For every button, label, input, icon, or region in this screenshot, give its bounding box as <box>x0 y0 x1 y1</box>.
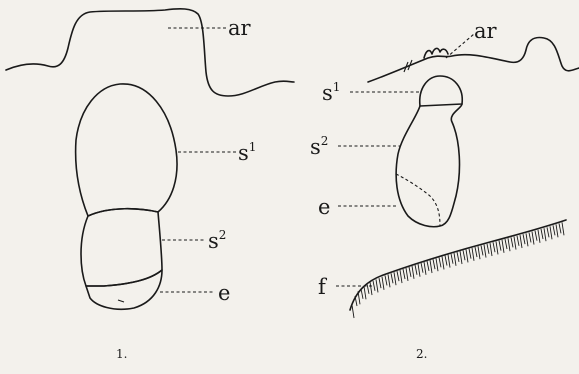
fig1-e-cell <box>86 270 162 309</box>
fig2-f-hatch-stroke <box>466 249 468 262</box>
fig2-f-hatch-stroke <box>451 254 453 264</box>
fig2-f-hatch-stroke <box>406 268 408 281</box>
fig2-f-hatch-stroke <box>364 286 366 299</box>
fig2-f-hatch-stroke <box>454 253 456 266</box>
fig2-f-hatch-stroke <box>472 248 474 261</box>
fig2-f-hatch-stroke <box>415 265 417 275</box>
fig2-f-hatch-stroke <box>532 232 534 245</box>
fig2-f-hatch-stroke <box>544 228 546 241</box>
fig2-f-hatch-stroke <box>427 261 429 271</box>
fig1-s1-label: s1 <box>238 140 256 165</box>
fig2-f-hatch-stroke <box>463 250 465 260</box>
fig2-f-hatch-stroke <box>508 238 510 251</box>
fig2-f-hatch-stroke <box>445 256 447 266</box>
fig2-f-hatch-stroke <box>499 241 501 251</box>
fig2-f-hatch-stroke <box>553 225 555 235</box>
fig2-f-hatch-stroke <box>382 277 384 290</box>
fig2-f-hatch-stroke <box>559 223 561 233</box>
fig2-f-hatch-stroke <box>517 236 519 246</box>
fig2-f-hatch-stroke <box>550 226 552 239</box>
fig2-f-hatch-stroke <box>418 264 420 277</box>
fig2-f-hatch-stroke <box>490 243 492 256</box>
fig1-s2-cell <box>81 209 162 286</box>
fig1-s1-cell <box>76 84 177 216</box>
fig1-number: 1. <box>116 347 127 361</box>
fig2-f-substrate <box>350 220 566 310</box>
fig2-f-hatch-stroke <box>358 291 360 304</box>
fig2-f-hatch-stroke <box>412 266 414 279</box>
fig2-f-hatch-stroke <box>379 278 381 288</box>
fig2-f-hatch-stroke <box>481 245 483 255</box>
fig2-f-hatch-stroke <box>352 305 354 318</box>
fig2-f-hatch-stroke <box>535 231 537 241</box>
fig2-f-hatch-stroke <box>547 227 549 237</box>
fig2-f-hatch-stroke <box>460 251 462 264</box>
fig2-f-hatch-stroke <box>376 279 378 292</box>
fig2-f-hatch-stroke <box>505 239 507 249</box>
fig2-body <box>396 104 462 227</box>
fig2-f-hatch-stroke <box>439 257 441 267</box>
fig2-f-hatch-stroke <box>403 269 405 279</box>
fig2-ar-outline <box>368 38 579 83</box>
figure-2: ar s1 s2 e f 2. <box>310 19 579 361</box>
fig2-f-hatch-stroke <box>397 271 399 281</box>
fig2-f-hatch-stroke <box>526 233 528 246</box>
fig2-f-hatch-stroke <box>448 255 450 268</box>
fig2-f-hatch-stroke <box>469 249 471 259</box>
fig2-f-hatch-stroke <box>442 256 444 269</box>
fig2-f-hatch-stroke <box>493 242 495 252</box>
fig2-e-label: e <box>318 195 330 219</box>
fig2-f-hatch-stroke <box>556 224 558 237</box>
fig2-f-hatch-stroke <box>391 273 393 283</box>
fig1-s2-label: s2 <box>208 228 226 253</box>
fig2-s2-label: s2 <box>310 134 328 159</box>
fig2-f-hatch-stroke <box>457 252 459 262</box>
fig2-f-hatch-stroke <box>373 281 375 291</box>
fig2-f-hatch-stroke <box>400 270 402 283</box>
fig2-f-hatch-stroke <box>487 244 489 254</box>
fig2-f-hatch-stroke <box>478 246 480 259</box>
fig2-f-hatch-stroke <box>424 262 426 275</box>
fig2-e-wall <box>396 174 440 226</box>
fig2-f-hatch-stroke <box>514 237 516 250</box>
fig2-f-hatch-stroke <box>388 274 390 287</box>
fig1-e-speck <box>118 300 124 302</box>
fig2-f-hatch-stroke <box>409 267 411 277</box>
fig2-f-hatch-stroke <box>529 232 531 242</box>
fig1-e-label: e <box>218 281 230 305</box>
fig2-f-hatch-stroke <box>538 230 540 243</box>
fig2-f-hatch-stroke <box>502 240 504 253</box>
fig2-f-hatch-stroke <box>361 289 363 299</box>
fig2-s1-label: s1 <box>322 80 340 105</box>
fig2-f-hatch-stroke <box>511 237 513 247</box>
fig2-f-hatch-stroke <box>433 259 435 269</box>
fig2-f-label: f <box>318 275 328 299</box>
figure-1: ar s1 s2 e 1. <box>6 9 294 361</box>
fig2-f-hatch-stroke <box>385 275 387 285</box>
fig2-f-hatch-stroke <box>367 284 369 294</box>
fig2-f-hatch-stroke <box>520 235 522 248</box>
fig2-f-hatch-stroke <box>430 260 432 273</box>
fig2-s1-cell <box>420 76 463 106</box>
fig1-ar-label: ar <box>228 16 252 40</box>
fig2-f-hatch-stroke <box>436 258 438 271</box>
fig2-f-hatch-stroke <box>421 263 423 273</box>
fig1-ar-outline <box>6 9 294 96</box>
fig2-f-hatch-stroke <box>541 229 543 239</box>
fig2-f-hatch-stroke <box>562 222 564 235</box>
fig2-f-hatch-stroke <box>475 247 477 257</box>
fig2-ar-label: ar <box>474 19 498 43</box>
fig2-f-hatch-stroke <box>394 272 396 285</box>
fig2-f-hatch-stroke <box>523 234 525 244</box>
fig2-f-hatch-stroke <box>496 241 498 254</box>
fig2-f-hatching <box>352 222 564 318</box>
fig2-f-hatch-stroke <box>370 282 372 295</box>
fig2-f-hatch-stroke <box>484 245 486 258</box>
fig2-number: 2. <box>416 347 427 361</box>
